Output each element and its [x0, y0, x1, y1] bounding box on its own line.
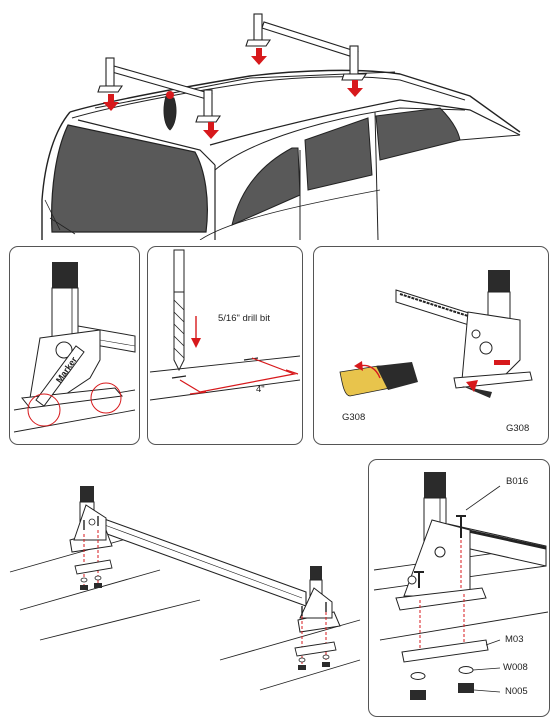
side-window-1 — [231, 147, 301, 226]
tape-part-label-left: G308 — [342, 412, 366, 423]
side-window-2 — [304, 117, 373, 191]
plate-part-label: M03 — [505, 634, 524, 645]
down-arrow-icon — [103, 48, 363, 139]
tape-part-label-right: G308 — [506, 423, 530, 434]
rear-window — [51, 124, 208, 233]
drill-panel — [147, 246, 303, 445]
side-window-3 — [375, 107, 461, 161]
washer-part-label: W008 — [503, 662, 528, 673]
foot-marking-panel — [9, 246, 140, 445]
spacing-label: 4" — [256, 384, 265, 395]
drill-bit-label: 5/16" drill bit — [218, 313, 270, 324]
nut-part-label: N005 — [505, 686, 528, 697]
van-roof-rack-illustration — [41, 13, 521, 240]
hardware-detail-panel — [368, 459, 550, 717]
roof-rack — [97, 13, 368, 123]
strap — [163, 95, 177, 131]
bolt-part-label: B016 — [506, 476, 529, 487]
